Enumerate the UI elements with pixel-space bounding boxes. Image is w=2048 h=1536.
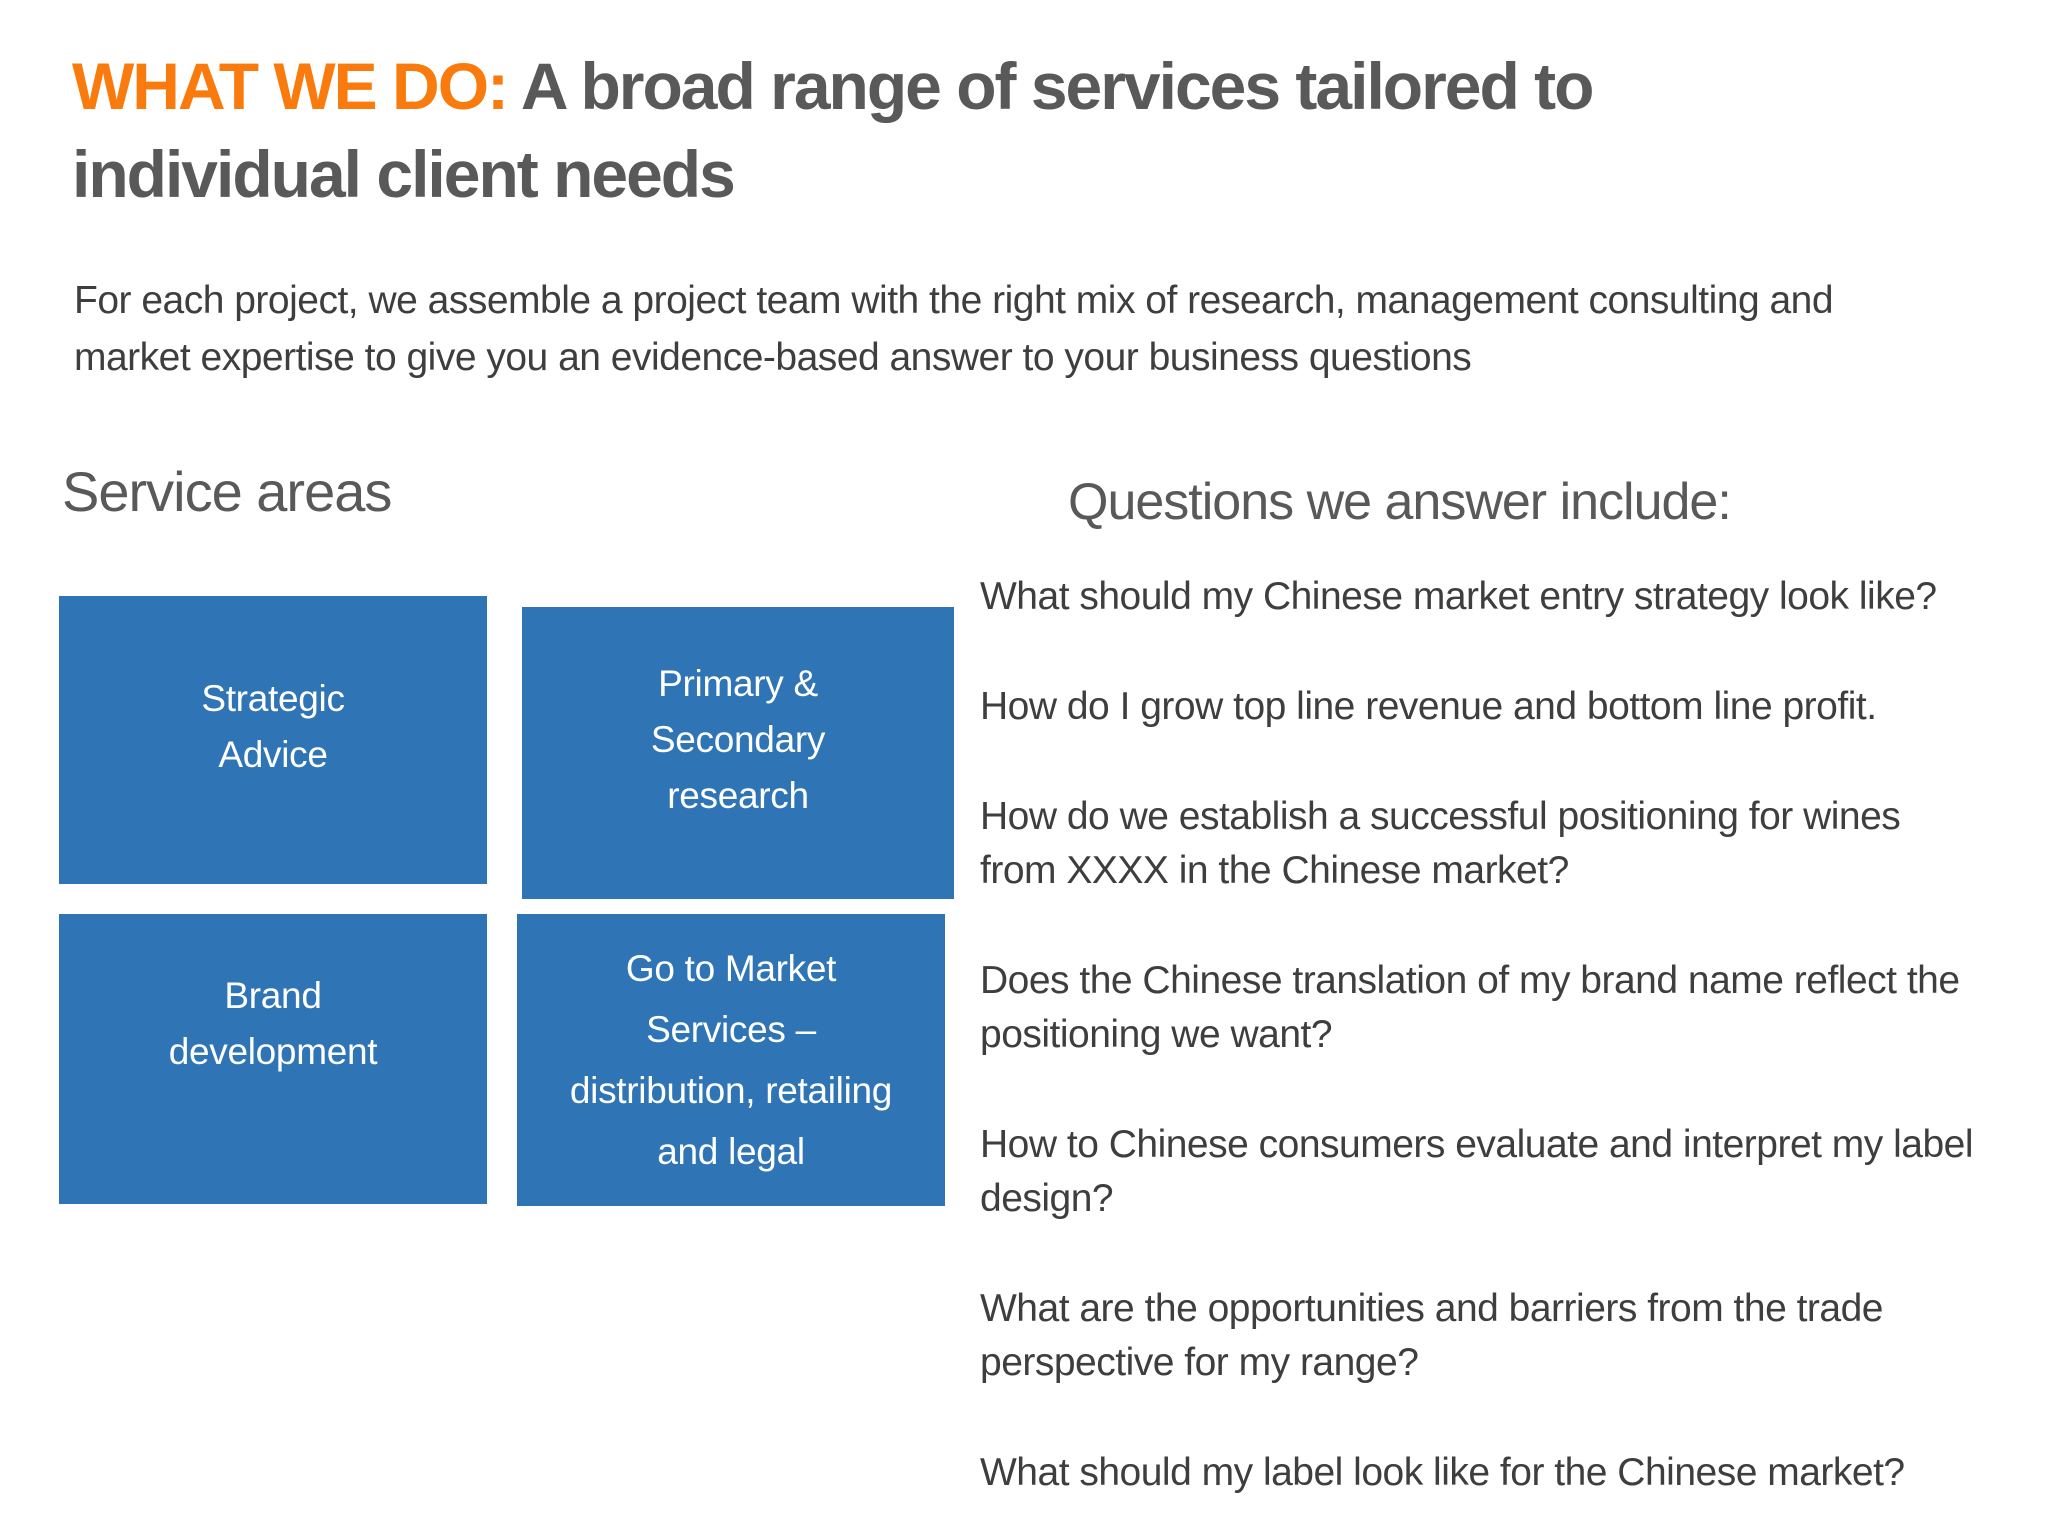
questions-list: What should my Chinese market entry stra… [980, 570, 1980, 1536]
question-item: What should my Chinese market entry stra… [980, 575, 1937, 618]
slide-title: WHAT WE DO: A broad range of services ta… [72, 42, 1732, 218]
title-accent: WHAT WE DO: [72, 49, 509, 123]
question-item: What are the opportunities and barriers … [980, 1287, 1883, 1384]
question-item: How do I grow top line revenue and botto… [980, 685, 1877, 728]
title-rest-line1: A broad range of services tailored to [520, 49, 1595, 123]
question-item: How do we establish a successful positio… [980, 795, 1901, 892]
service-box-label: Brand development [168, 975, 378, 1072]
questions-heading: Questions we answer include: [1068, 473, 1732, 531]
service-box-label: Go to Market Services – distribution, re… [569, 948, 893, 1172]
service-box-primary-secondary-research: Primary & Secondary research [522, 607, 954, 899]
question-item: What should my label look like for the C… [980, 1451, 1905, 1494]
service-box-label: Strategic Advice [201, 678, 345, 775]
intro-paragraph: For each project, we assemble a project … [74, 279, 1834, 379]
service-box-go-to-market-services: Go to Market Services – distribution, re… [517, 914, 945, 1206]
question-item: How to Chinese consumers evaluate and in… [980, 1123, 1974, 1220]
service-box-brand-development: Brand development [59, 914, 487, 1204]
service-areas-heading: Service areas [62, 460, 392, 523]
service-box-label: Primary & Secondary research [650, 663, 826, 816]
service-box-strategic-advice: Strategic Advice [59, 596, 487, 884]
title-rest-line2: individual client needs [72, 137, 736, 211]
question-item: Does the Chinese translation of my brand… [980, 959, 1960, 1056]
